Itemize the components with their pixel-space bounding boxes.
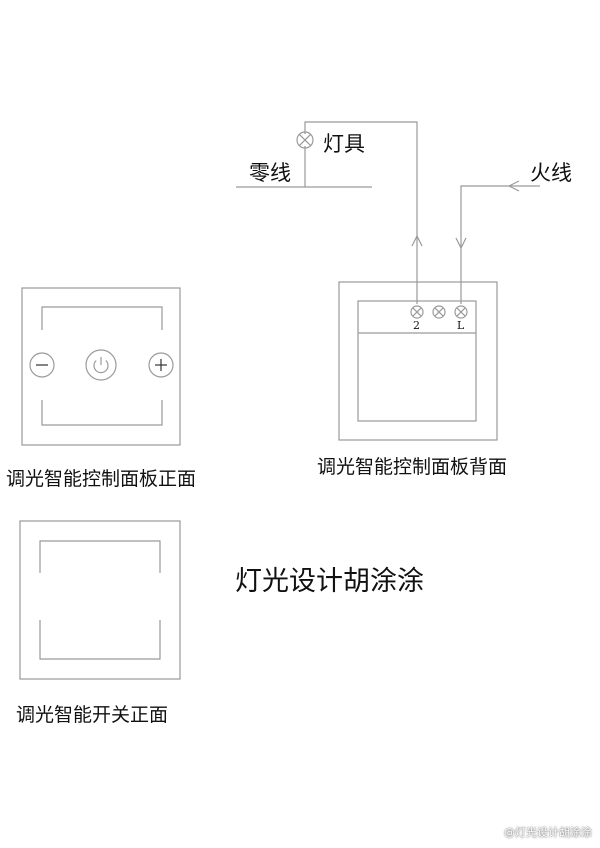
diagram-title: 灯光设计胡涂涂	[235, 566, 424, 597]
terminal-2-label: 2	[413, 319, 420, 332]
plus-icon	[148, 352, 174, 378]
power-icon	[85, 349, 117, 381]
lamp-symbol	[296, 131, 314, 149]
watermark: @灯光设计胡涂涂	[504, 826, 592, 839]
front-panel	[21, 287, 181, 446]
terminal-middle-symbol	[432, 305, 446, 319]
front-panel-caption: 调光智能控制面板正面	[6, 468, 197, 490]
back-panel-caption: 调光智能控制面板背面	[317, 456, 508, 478]
wiring-lines	[236, 121, 540, 304]
switch-panel	[19, 520, 181, 680]
live-wire	[460, 185, 540, 304]
terminal-2-symbol	[410, 305, 424, 319]
lamp-to-terminal-2-wire	[304, 121, 418, 304]
lamp-label: 灯具	[323, 132, 365, 156]
arrow-up	[411, 234, 423, 247]
arrow-left	[507, 180, 520, 192]
live-label: 火线	[530, 161, 572, 185]
back-panel	[338, 281, 498, 441]
minus-icon	[29, 352, 55, 378]
arrow-down	[455, 237, 467, 250]
switch-caption: 调光智能开关正面	[16, 704, 169, 726]
neutral-label: 零线	[249, 161, 291, 185]
terminal-l-symbol	[454, 305, 468, 319]
terminal-l-label: L	[457, 319, 465, 332]
